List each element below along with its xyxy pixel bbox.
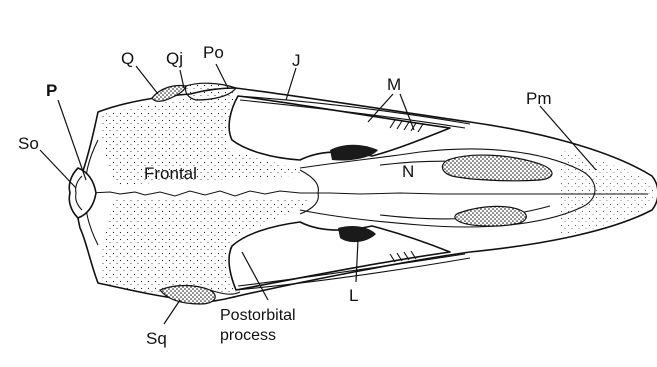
label-N: N [402, 162, 414, 181]
label-So: So [18, 134, 39, 153]
label-L: L [349, 286, 358, 305]
label-Qj: Qj [166, 49, 183, 68]
leader-P [58, 100, 86, 180]
label-J: J [292, 51, 301, 70]
leader-So [40, 150, 76, 188]
label-Frontal: Frontal [144, 164, 197, 183]
leader-Q [136, 66, 158, 94]
squamosal-lower [160, 286, 215, 305]
label-Po: Po [203, 43, 224, 62]
label-postorbital-line1: Postorbital [220, 307, 296, 324]
label-postorbital-line2: process [220, 327, 276, 344]
label-Pm: Pm [526, 89, 552, 108]
label-Q: Q [121, 49, 134, 68]
label-Sq: Sq [146, 329, 167, 348]
label-P: P [46, 81, 57, 100]
leader-Sq [164, 300, 180, 324]
label-M: M [387, 75, 401, 94]
